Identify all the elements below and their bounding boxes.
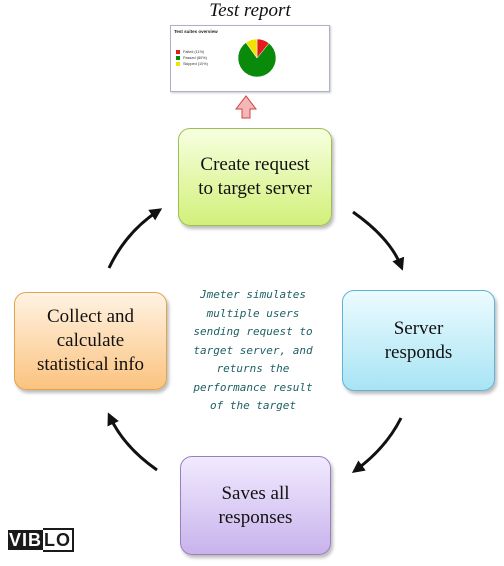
arrow-bottom-to-left: [107, 412, 158, 472]
node-saves-responses: Saves all responses: [180, 456, 331, 555]
report-heading: Test suites overview: [174, 29, 218, 34]
legend-item-skipped: Skipped (10%): [176, 61, 208, 67]
report-legend: Failed (11%) Passed (80%) Skipped (10%): [176, 49, 208, 67]
node-create-request: Create request to target server: [178, 128, 332, 226]
legend-swatch-failed: [176, 50, 180, 54]
legend-item-failed: Failed (11%): [176, 49, 208, 55]
legend-swatch-skipped: [176, 62, 180, 66]
report-title: Test report: [209, 0, 291, 21]
legend-swatch-passed: [176, 56, 180, 60]
report-pie-chart: [237, 38, 277, 78]
up-arrow: [234, 95, 258, 119]
node-collect-statistics: Collect and calculate statistical info: [14, 292, 167, 390]
arrow-left-to-top: [107, 208, 163, 269]
legend-item-passed: Passed (80%): [176, 55, 208, 61]
pie-slice-passed: [237, 42, 277, 78]
arrow-right-to-bottom: [351, 417, 403, 473]
pie-slice-skipped: [245, 38, 258, 59]
node-server-responds: Server responds: [342, 290, 495, 391]
arrow-top-to-right: [352, 210, 405, 271]
report-thumbnail: Test suites overview Failed (11%) Passed…: [170, 25, 330, 92]
center-description: Jmeter simulates multiple users sending …: [193, 288, 313, 412]
